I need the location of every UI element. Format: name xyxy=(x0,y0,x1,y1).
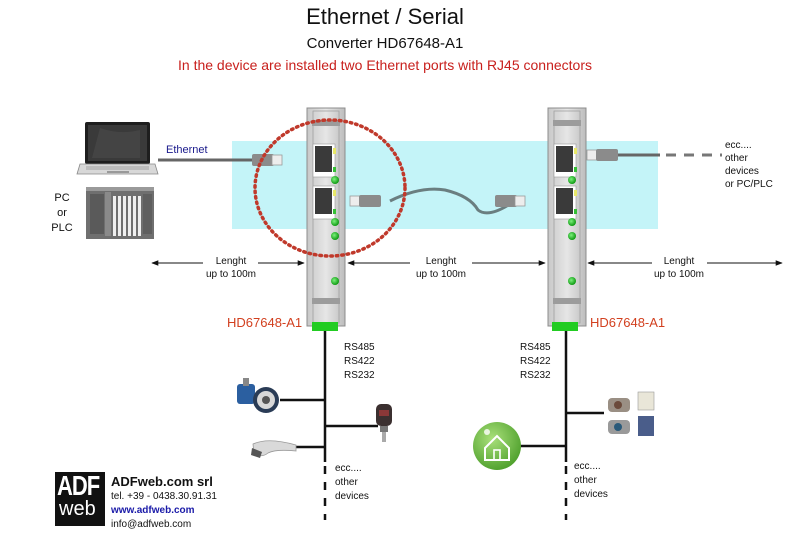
device-2-serial-protocols: RS485 RS422 RS232 xyxy=(520,341,551,383)
status-led xyxy=(568,277,576,285)
segment-length-value: up to 100m xyxy=(205,269,257,280)
segment-length-title: Lenght xyxy=(215,256,247,267)
segment-length-label-3: Lenght up to 100m xyxy=(646,255,712,281)
serial-bus-1 xyxy=(280,331,378,520)
protocol-rs422: RS422 xyxy=(520,356,551,367)
converter-device-2 xyxy=(547,107,587,331)
status-led xyxy=(568,218,576,226)
company-website-link[interactable]: www.adfweb.com xyxy=(111,505,195,516)
protocol-rs485: RS485 xyxy=(520,342,551,353)
protocol-rs232: RS232 xyxy=(344,370,375,381)
segment-length-title: Lenght xyxy=(425,256,457,267)
diagram-title: Ethernet / Serial xyxy=(306,4,464,29)
company-email-link[interactable]: info@adfweb.com xyxy=(111,519,192,530)
segment-length-label-2: Lenght up to 100m xyxy=(408,255,474,281)
company-name: ADFweb.com srl xyxy=(111,474,213,489)
encoder-icon xyxy=(237,378,279,413)
ethernet-cable-link xyxy=(389,187,511,215)
adfweb-logo: ADF web xyxy=(55,472,105,526)
plc-icon xyxy=(86,187,154,239)
status-led xyxy=(331,232,339,240)
energy-meter-icon xyxy=(608,391,655,436)
highlight-circle xyxy=(253,118,407,258)
note-line: devices xyxy=(335,491,369,502)
company-phone: tel. +39 - 0438.30.91.31 xyxy=(111,491,217,502)
other-devices-note: ecc.... other devices or PC/PLC xyxy=(725,139,773,191)
device-2-bus-end-note: ecc.... other devices xyxy=(574,460,608,502)
device-1-serial-protocols: RS485 RS422 RS232 xyxy=(344,341,375,383)
note-line: ecc.... xyxy=(335,463,362,474)
rj45-plug-icon xyxy=(495,195,526,207)
serial-terminal-block xyxy=(312,322,338,331)
segment-length-value: up to 100m xyxy=(415,269,467,280)
segment-length-label-1: Lenght up to 100m xyxy=(198,255,264,281)
pressure-sensor-icon xyxy=(376,404,392,442)
segment-length-title: Lenght xyxy=(663,256,695,267)
pc-text: PC xyxy=(54,192,70,204)
status-led xyxy=(331,176,339,184)
note-line: other xyxy=(335,477,358,488)
status-led xyxy=(331,277,339,285)
plc-text: PLC xyxy=(51,222,73,234)
note-line: other xyxy=(574,475,597,486)
note-line: ecc.... xyxy=(574,461,601,472)
serial-bus-2 xyxy=(520,331,604,520)
device-1-bus-end-note: ecc.... other devices xyxy=(335,462,369,504)
note-line: ecc.... xyxy=(725,140,752,151)
rj45-plug-icon xyxy=(349,195,381,207)
diagram-note: In the device are installed two Ethernet… xyxy=(178,57,592,73)
note-line: devices xyxy=(725,166,759,177)
rj45-plug-icon xyxy=(252,154,283,166)
or-text: or xyxy=(57,207,67,219)
status-led xyxy=(568,232,576,240)
barcode-scanner-icon xyxy=(251,440,297,458)
protocol-rs422: RS422 xyxy=(344,356,375,367)
protocol-rs485: RS485 xyxy=(344,342,375,353)
device-1-model-label: HD67648-A1 xyxy=(227,315,303,330)
pc-or-plc-label: PC or PLC xyxy=(47,191,77,236)
converter-device-1 xyxy=(306,107,346,331)
diagram-subtitle: Converter HD67648-A1 xyxy=(306,35,464,52)
logo-adf-text: ADF xyxy=(57,472,100,502)
laptop-icon xyxy=(76,122,159,175)
logo-web-text: web xyxy=(59,498,96,520)
note-line: devices xyxy=(574,489,608,500)
segment-length-value: up to 100m xyxy=(653,269,705,280)
note-line: other xyxy=(725,153,748,164)
note-line: or PC/PLC xyxy=(725,179,773,190)
status-led xyxy=(331,218,339,226)
rj45-plug-icon xyxy=(586,149,618,161)
ethernet-label: Ethernet xyxy=(166,144,208,156)
protocol-rs232: RS232 xyxy=(520,370,551,381)
smart-home-icon xyxy=(473,422,521,470)
status-led xyxy=(568,176,576,184)
serial-terminal-block xyxy=(552,322,578,331)
device-2-model-label: HD67648-A1 xyxy=(590,315,666,330)
